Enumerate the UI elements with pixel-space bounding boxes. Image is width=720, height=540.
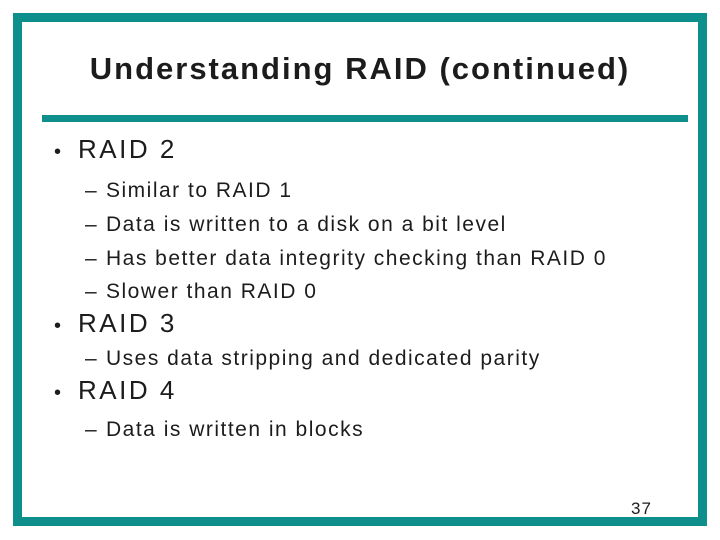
dash-marker: – <box>85 280 97 303</box>
bullet-item: • RAID 4 <box>0 377 694 403</box>
sub-bullet-item: – Data is written in blocks <box>0 419 694 440</box>
dash-marker: – <box>85 179 97 202</box>
bullet-marker: • <box>54 141 62 163</box>
dash-marker: – <box>85 347 97 370</box>
bullet-marker: • <box>54 315 62 337</box>
sub-bullet-text: Slower than RAID 0 <box>106 280 318 303</box>
page-number: 37 <box>631 499 652 518</box>
sub-bullet-text: Data is written to a disk on a bit level <box>106 213 507 236</box>
sub-bullet-text: Uses data stripping and dedicated parity <box>106 347 541 370</box>
dash-marker: – <box>85 418 97 441</box>
bullet-item: • RAID 2 <box>0 136 694 162</box>
bullet-text: RAID 4 <box>78 375 177 405</box>
sub-bullet-text: Data is written in blocks <box>106 418 365 441</box>
slide-border <box>13 13 707 526</box>
dash-marker: – <box>85 213 97 236</box>
sub-bullet-item: – Uses data stripping and dedicated pari… <box>0 348 694 369</box>
dash-marker: – <box>85 247 97 270</box>
sub-bullet-text: Has better data integrity checking than … <box>106 247 607 270</box>
sub-bullet-item: – Similar to RAID 1 <box>0 180 694 201</box>
sub-bullet-item: – Data is written to a disk on a bit lev… <box>0 214 694 235</box>
bullet-item: • RAID 3 <box>0 310 694 336</box>
bullet-marker: • <box>54 382 62 404</box>
bullet-text: RAID 3 <box>78 308 177 338</box>
page-title: Understanding RAID (continued) <box>89 51 631 86</box>
sub-bullet-item: – Has better data integrity checking tha… <box>0 248 694 269</box>
title-divider <box>42 115 688 122</box>
sub-bullet-text: Similar to RAID 1 <box>106 179 293 202</box>
sub-bullet-item: – Slower than RAID 0 <box>0 281 694 302</box>
bullet-text: RAID 2 <box>78 134 177 164</box>
